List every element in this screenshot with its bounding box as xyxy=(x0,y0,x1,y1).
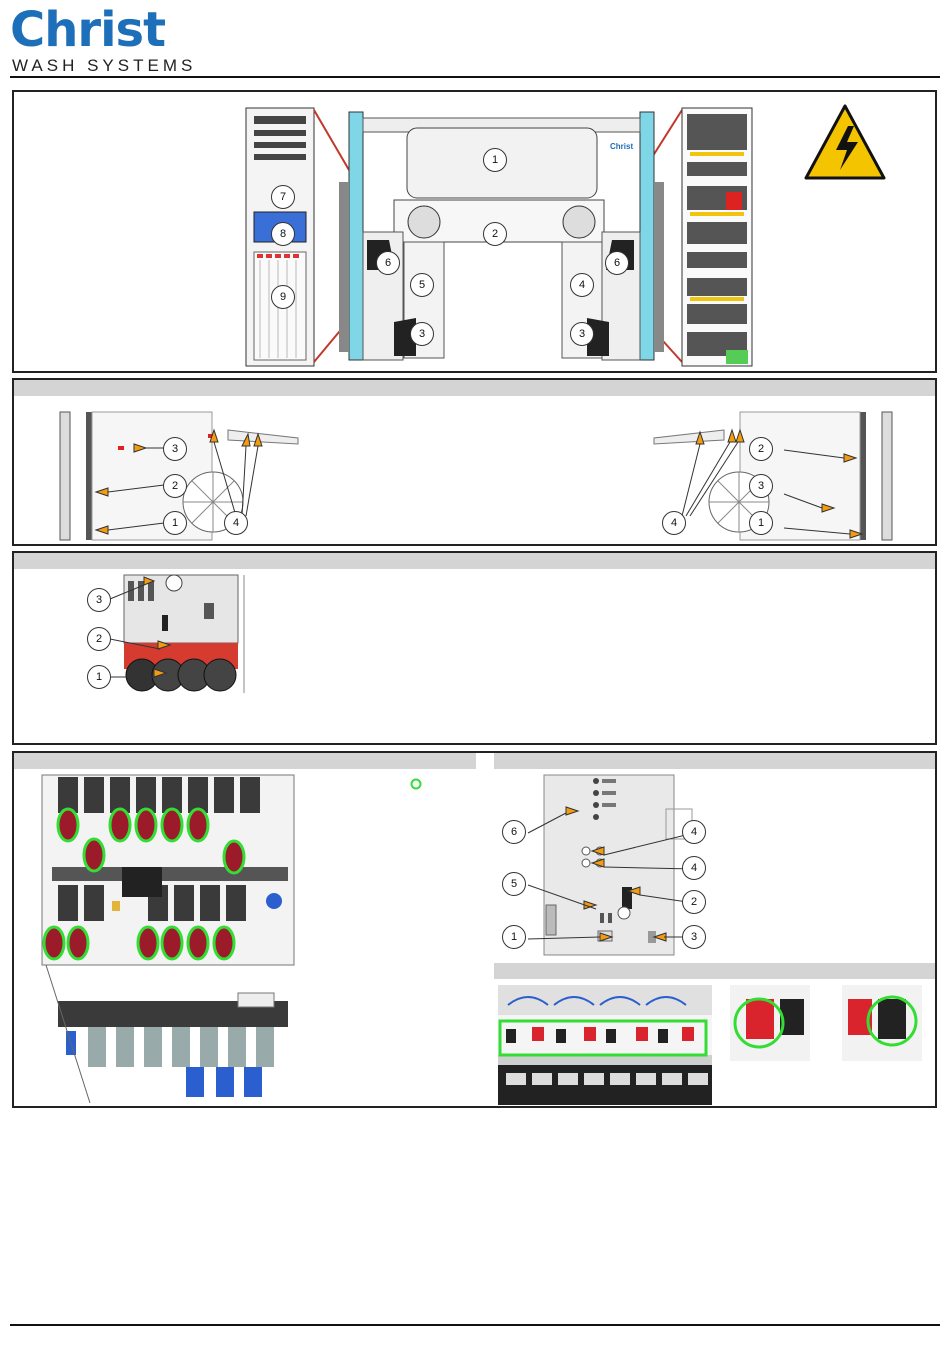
panel-detail-panel: 3 2 1 xyxy=(12,551,937,745)
callout: 5 xyxy=(502,872,526,896)
callout: 4 xyxy=(682,820,706,844)
callout: 1 xyxy=(483,148,507,172)
callout: 6 xyxy=(376,251,400,275)
callout: 1 xyxy=(502,925,526,949)
brand-logo: Christ xyxy=(10,2,165,58)
overview-panel: Christ 1 2 3 3 4 5 6 6 7 8 9 xyxy=(12,90,937,373)
callout: 2 xyxy=(163,474,187,498)
callout: 1 xyxy=(749,511,773,535)
callout: 1 xyxy=(87,665,111,689)
callout: 4 xyxy=(224,511,248,535)
callout: 4 xyxy=(682,856,706,880)
header-divider xyxy=(10,76,940,78)
section-header-bar xyxy=(14,553,935,569)
section-header-bar xyxy=(14,753,476,769)
callout: 3 xyxy=(163,437,187,461)
callout: 3 xyxy=(749,474,773,498)
section-header-bar xyxy=(14,380,935,396)
callout: 6 xyxy=(605,251,629,275)
valves-and-breakers-panel: 6 4 4 5 2 1 3 xyxy=(12,751,937,1108)
callout: 4 xyxy=(662,511,686,535)
breaker-black-button-photo xyxy=(842,985,922,1061)
callout: 3 xyxy=(682,925,706,949)
callout: 8 xyxy=(271,222,295,246)
callout: 2 xyxy=(682,890,706,914)
callout: 3 xyxy=(570,322,594,346)
footer-divider xyxy=(10,1324,940,1326)
breaker-red-button-photo xyxy=(730,985,810,1061)
callout: 2 xyxy=(749,437,773,461)
callout: 4 xyxy=(570,273,594,297)
section-header-bar xyxy=(494,753,935,769)
high-voltage-warning-icon xyxy=(806,106,884,180)
overview-illustration xyxy=(14,92,935,371)
callout: 2 xyxy=(483,222,507,246)
callout: 9 xyxy=(271,285,295,309)
callout: 5 xyxy=(410,273,434,297)
section-header-bar xyxy=(494,963,935,979)
breaker-row-photo xyxy=(498,985,712,1105)
callout: 1 xyxy=(163,511,187,535)
machine-brand-label: Christ xyxy=(610,142,633,151)
callout: 2 xyxy=(87,627,111,651)
brand-tagline: WASH SYSTEMS xyxy=(12,56,196,76)
callout: 3 xyxy=(87,588,111,612)
callout: 6 xyxy=(502,820,526,844)
legend-circle-marker xyxy=(409,777,423,791)
valve-manifold-illustration xyxy=(38,771,298,1103)
callout: 3 xyxy=(410,322,434,346)
leader-lines xyxy=(100,575,180,695)
callout: 7 xyxy=(271,185,295,209)
brush-detail-panel: 3 2 1 4 2 3 4 1 xyxy=(12,378,937,546)
